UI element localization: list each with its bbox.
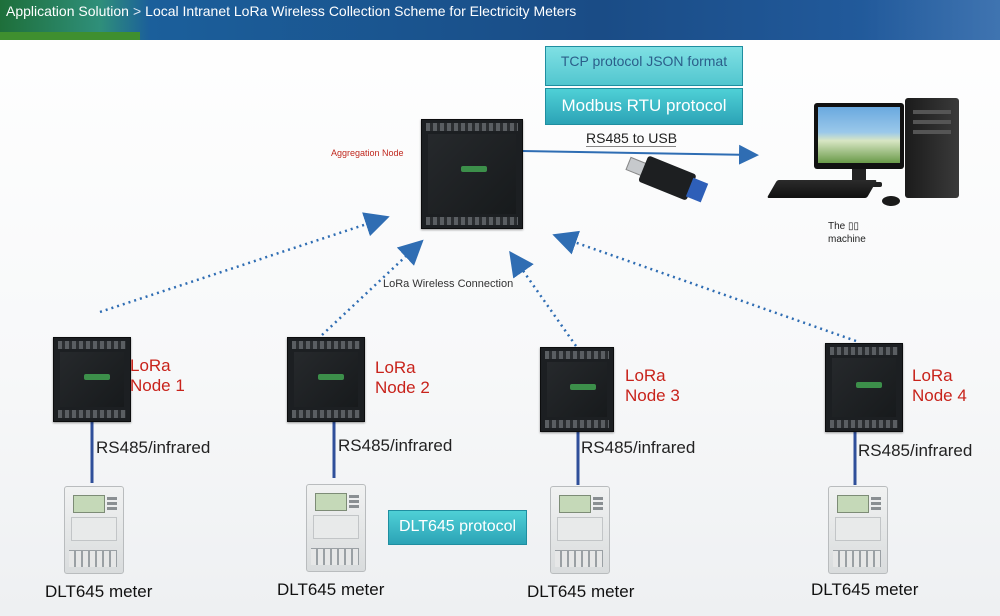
header-decoration: [860, 0, 1000, 40]
host-machine-label: The ▯▯ machine: [828, 220, 888, 246]
lora-link-node-2: [321, 239, 424, 336]
host-label-line2: machine: [828, 234, 866, 245]
meter-2-label: DLT645 meter: [277, 580, 385, 599]
breadcrumb-separator: >: [132, 3, 142, 19]
breadcrumb-current: Local Intranet LoRa Wireless Collection …: [145, 3, 577, 19]
mouse-icon: [882, 196, 900, 206]
meter-4-label: DLT645 meter: [811, 580, 919, 599]
aggregation-node-label: Aggregation Node: [331, 148, 404, 158]
rs485-usb-label: RS485 to USB: [586, 130, 678, 146]
pc-tower-icon: [905, 98, 959, 198]
electricity-meter-icon: [550, 486, 610, 574]
usb-link-arrow: [521, 144, 759, 165]
lora-connection-label: LoRa Wireless Connection: [383, 278, 514, 290]
dlt645-protocol-badge: DLT645 protocol: [388, 510, 527, 545]
header-accent-strip: [0, 32, 140, 40]
lora-link-node-1: [99, 212, 390, 314]
node-3-interface-label: RS485/infrared: [581, 438, 696, 457]
meter-1-label: DLT645 meter: [45, 582, 153, 601]
rs485-usb-underline: [586, 146, 676, 147]
monitor-stand: [852, 169, 866, 183]
electricity-meter-icon: [64, 486, 124, 574]
node-2-interface-label: RS485/infrared: [338, 436, 453, 455]
node-1-interface-label: RS485/infrared: [96, 438, 211, 457]
desktop-computer-icon: [814, 103, 904, 169]
lora-gateway-device-icon: [421, 119, 523, 229]
electricity-meter-icon: [306, 484, 366, 572]
breadcrumb: Application Solution>Local Intranet LoRa…: [6, 3, 576, 19]
lora-collector-device-icon: [540, 347, 614, 432]
tcp-protocol-badge: TCP protocol JSON format: [545, 46, 743, 86]
breadcrumb-root[interactable]: Application Solution: [6, 3, 129, 19]
meter-3-label: DLT645 meter: [527, 582, 635, 601]
lora-collector-device-icon: [53, 337, 131, 422]
lora-collector-device-icon: [287, 337, 365, 422]
lora-collector-device-icon: [825, 343, 903, 432]
keyboard-icon: [766, 180, 878, 198]
header-bar: Application Solution>Local Intranet LoRa…: [0, 0, 1000, 40]
electricity-meter-icon: [828, 486, 888, 574]
lora-link-node-3: [509, 250, 578, 347]
node-4-interface-label: RS485/infrared: [858, 441, 973, 460]
host-label-line1: The ▯▯: [828, 221, 860, 232]
lora-link-node-4: [552, 230, 857, 343]
modbus-protocol-badge: Modbus RTU protocol: [545, 88, 743, 125]
